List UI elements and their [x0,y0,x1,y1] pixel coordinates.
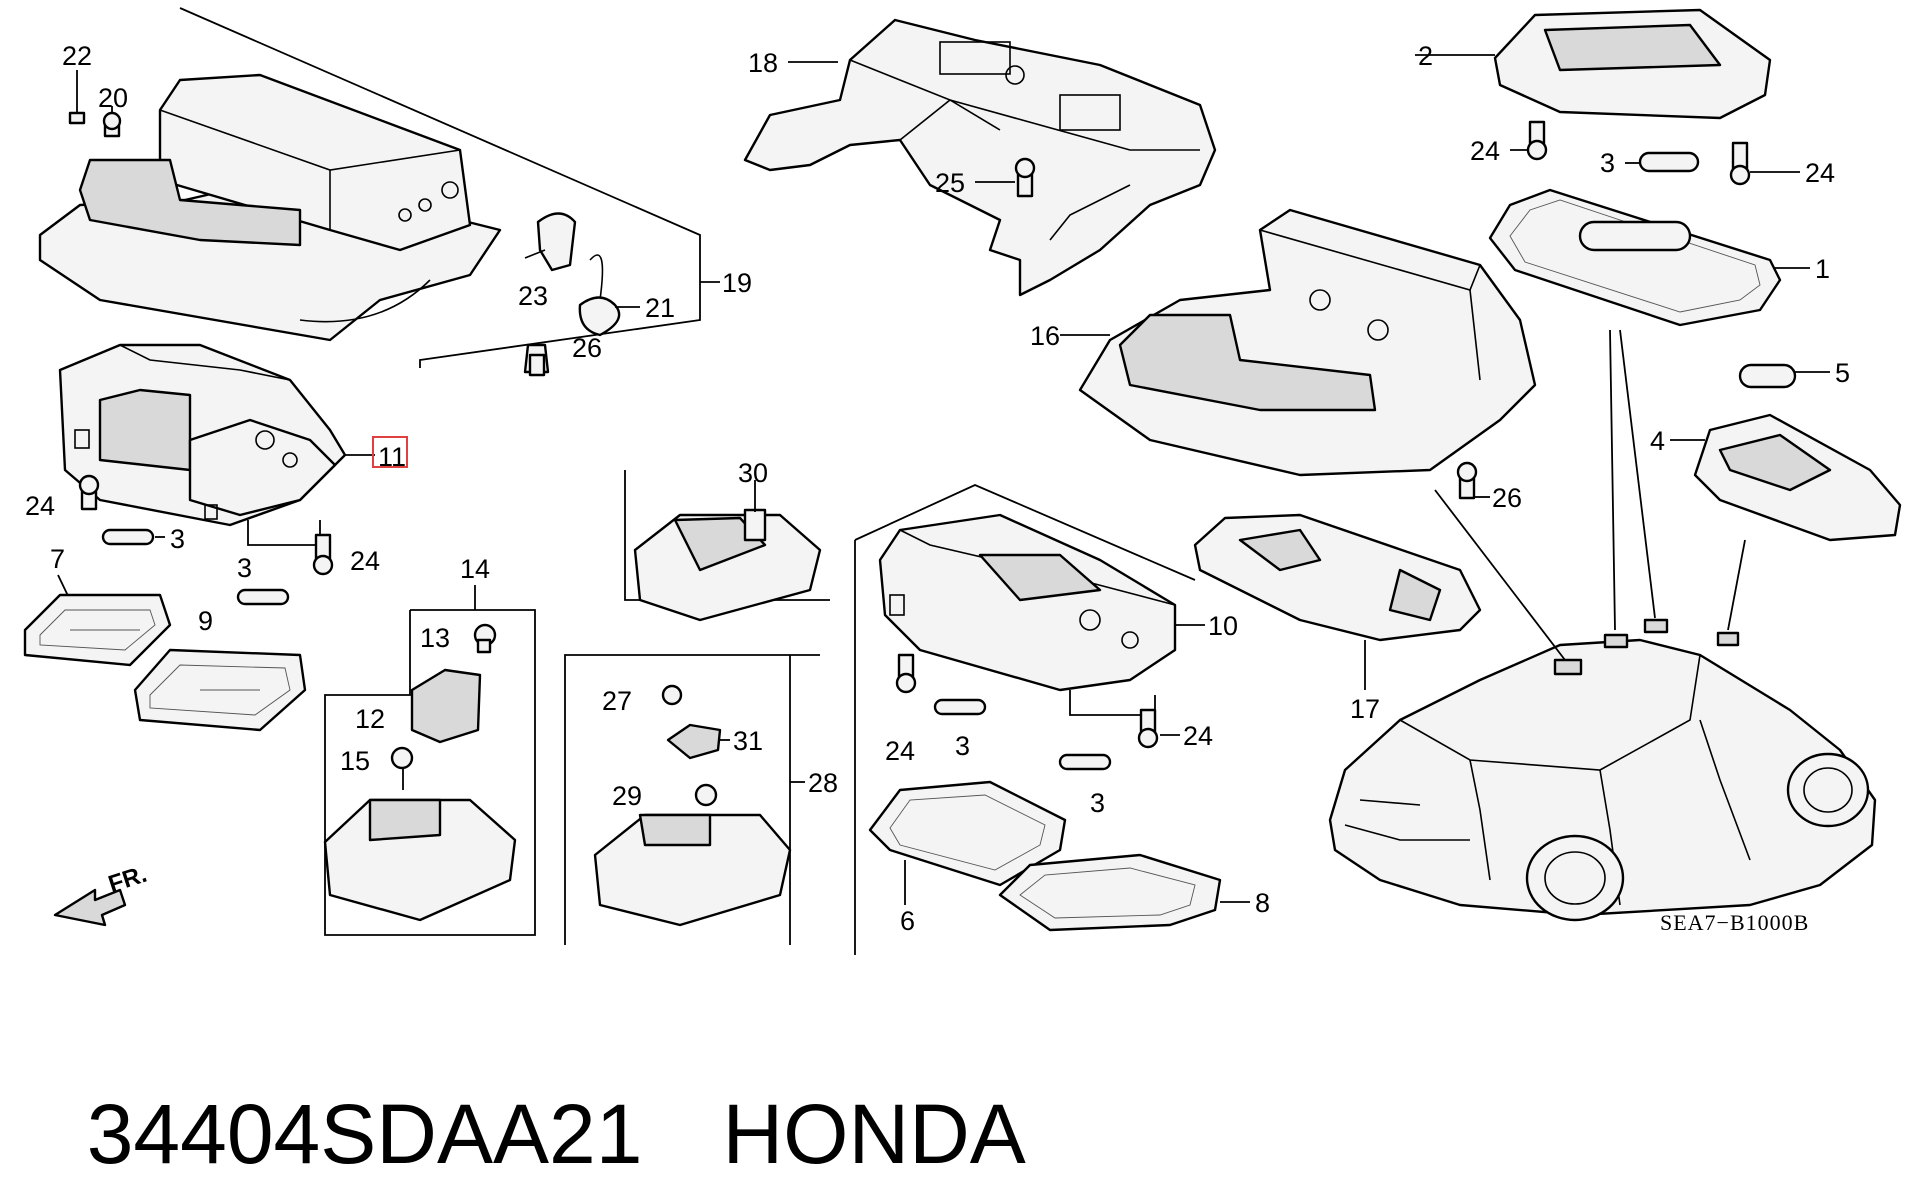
front-label: FR. [105,861,150,899]
callout-29: 29 [612,781,642,811]
console-housing [38,7,720,368]
switch-box-28 [564,654,820,945]
front-arrow [53,888,127,927]
callout-24e: 24 [1470,136,1500,166]
callout-2: 2 [1418,41,1433,71]
map-light-unit-11 [58,343,375,546]
bracket-18 [743,18,1217,297]
callout-31: 31 [733,726,763,756]
callout-7: 7 [50,544,65,574]
callout-6: 6 [900,906,915,936]
map-light-unit-10 [854,484,1205,955]
callout-25: 25 [935,168,965,198]
parts-diagram: 22 20 19 23 21 26 11 24 3 3 24 7 9 14 13… [23,7,1902,955]
callout-10: 10 [1208,611,1238,641]
callout-3a: 3 [170,524,185,554]
switch-30 [624,470,830,622]
screw-22-20 [68,70,122,138]
diagram-code: SEA7−B1000B [1660,910,1809,935]
callout-19: 19 [722,268,752,298]
lens-9 [133,648,307,732]
callout-13: 13 [420,623,450,653]
callout-labels: 22 20 19 23 21 26 11 24 3 3 24 7 9 14 13… [25,41,1850,936]
callout-21: 21 [645,293,675,323]
highlight-box [372,436,408,468]
callout-24f: 24 [1805,158,1835,188]
bulb-5 [1738,363,1830,389]
overhead-console-16 [1060,208,1537,500]
callout-27: 27 [602,686,632,716]
callout-22: 22 [62,41,92,71]
callout-30: 30 [738,458,768,488]
callout-24b: 24 [350,546,380,576]
callout-15: 15 [340,746,370,776]
brand-name: HONDA [722,1087,1026,1181]
callout-9: 9 [198,606,213,636]
lens-1 [1488,188,1810,327]
lens-8 [998,853,1250,932]
callout-24a: 24 [25,491,55,521]
callout-28: 28 [808,768,838,798]
callout-24c: 24 [885,736,915,766]
callout-14: 14 [460,554,490,584]
callout-8: 8 [1255,888,1270,918]
callout-1: 1 [1815,254,1830,284]
callout-26b: 26 [1492,483,1522,513]
car-illustration [1328,329,1877,922]
light-housing-4 [1670,413,1902,542]
callout-17: 17 [1350,694,1380,724]
part-number: 34404SDAA21 [86,1087,643,1181]
callout-20: 20 [98,83,128,113]
callout-3d: 3 [1090,788,1105,818]
callout-12: 12 [355,704,385,734]
lens-7 [23,574,172,667]
callout-24d: 24 [1183,721,1213,751]
callout-18: 18 [748,48,778,78]
lens-17 [1193,513,1482,690]
dome-light-2 [1415,8,1800,186]
callout-26a: 26 [572,333,602,363]
clip-spring-screw [523,212,640,377]
callout-16: 16 [1030,321,1060,351]
lens-6 [868,780,1067,905]
switch-box-14 [323,585,536,936]
callout-23: 23 [518,281,548,311]
screws-bulbs-left [78,474,334,606]
callout-4: 4 [1650,426,1665,456]
callout-3c: 3 [955,731,970,761]
callout-3b: 3 [237,553,252,583]
callout-3e: 3 [1600,148,1615,178]
callout-5: 5 [1835,358,1850,388]
